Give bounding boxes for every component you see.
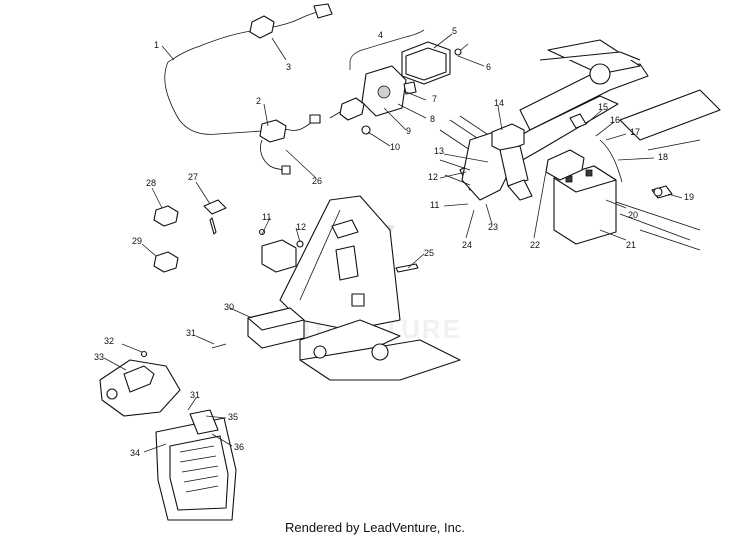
callout-1: 1: [154, 40, 159, 50]
relay-module: [258, 228, 304, 273]
harness-connector: [259, 119, 287, 143]
callout-numbers: 1 2 3 4 5 6 7 8 9 10 11 12 11 12 13 14 1…: [94, 26, 694, 458]
callout-25: 25: [424, 248, 434, 258]
clamp-28: [153, 205, 179, 227]
callout-23: 23: [488, 222, 498, 232]
callout-27: 27: [188, 172, 198, 182]
callout-3: 3: [286, 62, 291, 72]
battery: [545, 149, 617, 245]
callout-11-left: 11: [262, 212, 271, 222]
callout-13: 13: [434, 146, 444, 156]
callout-30: 30: [224, 302, 234, 312]
callout-16: 16: [610, 115, 620, 125]
callout-24: 24: [462, 240, 472, 250]
clip-27: [203, 199, 227, 235]
callout-31-lower: 31: [190, 390, 200, 400]
callout-7: 7: [432, 94, 437, 104]
front-housing: [99, 359, 181, 417]
callout-22: 22: [530, 240, 540, 250]
callout-10: 10: [390, 142, 400, 152]
callout-18: 18: [658, 152, 668, 162]
leader-lines: [103, 33, 683, 453]
callout-26: 26: [312, 176, 322, 186]
callout-32: 32: [104, 336, 114, 346]
voltage-regulator: [247, 307, 305, 349]
callout-36: 36: [234, 442, 244, 452]
callout-12-right: 12: [428, 172, 438, 182]
callout-2: 2: [256, 96, 261, 106]
callout-8: 8: [430, 114, 435, 124]
callout-21: 21: [626, 240, 636, 250]
clamp-29: [153, 251, 179, 273]
callout-12-left: 12: [296, 222, 306, 232]
terminal-ring: [653, 187, 663, 197]
tail-light-assembly: [329, 29, 469, 135]
callout-35: 35: [228, 412, 238, 422]
screw-32: [140, 350, 148, 358]
callout-15: 15: [598, 102, 608, 112]
screw-31: [211, 343, 227, 349]
vehicle-frame: [439, 39, 721, 251]
callout-17: 17: [630, 127, 640, 137]
callout-34: 34: [130, 448, 140, 458]
callout-5: 5: [452, 26, 457, 36]
rear-guard: [155, 409, 237, 521]
callout-28: 28: [146, 178, 156, 188]
back-panel: [279, 195, 461, 381]
callout-19: 19: [684, 192, 694, 202]
callout-9: 9: [406, 126, 411, 136]
bolt-25: [395, 263, 419, 273]
callout-11-right: 11: [430, 200, 439, 210]
mount-bracket: [331, 219, 359, 239]
callout-31-upper: 31: [186, 328, 196, 338]
callout-33: 33: [94, 352, 104, 362]
callout-14: 14: [494, 98, 504, 108]
wiring-harness: [164, 3, 333, 175]
callout-20: 20: [628, 210, 638, 220]
callout-4: 4: [378, 30, 383, 40]
battery-cable: [599, 139, 623, 183]
footer-credit: Rendered by LeadVenture, Inc.: [285, 520, 465, 535]
callout-29: 29: [132, 236, 142, 246]
callout-6: 6: [486, 62, 491, 72]
